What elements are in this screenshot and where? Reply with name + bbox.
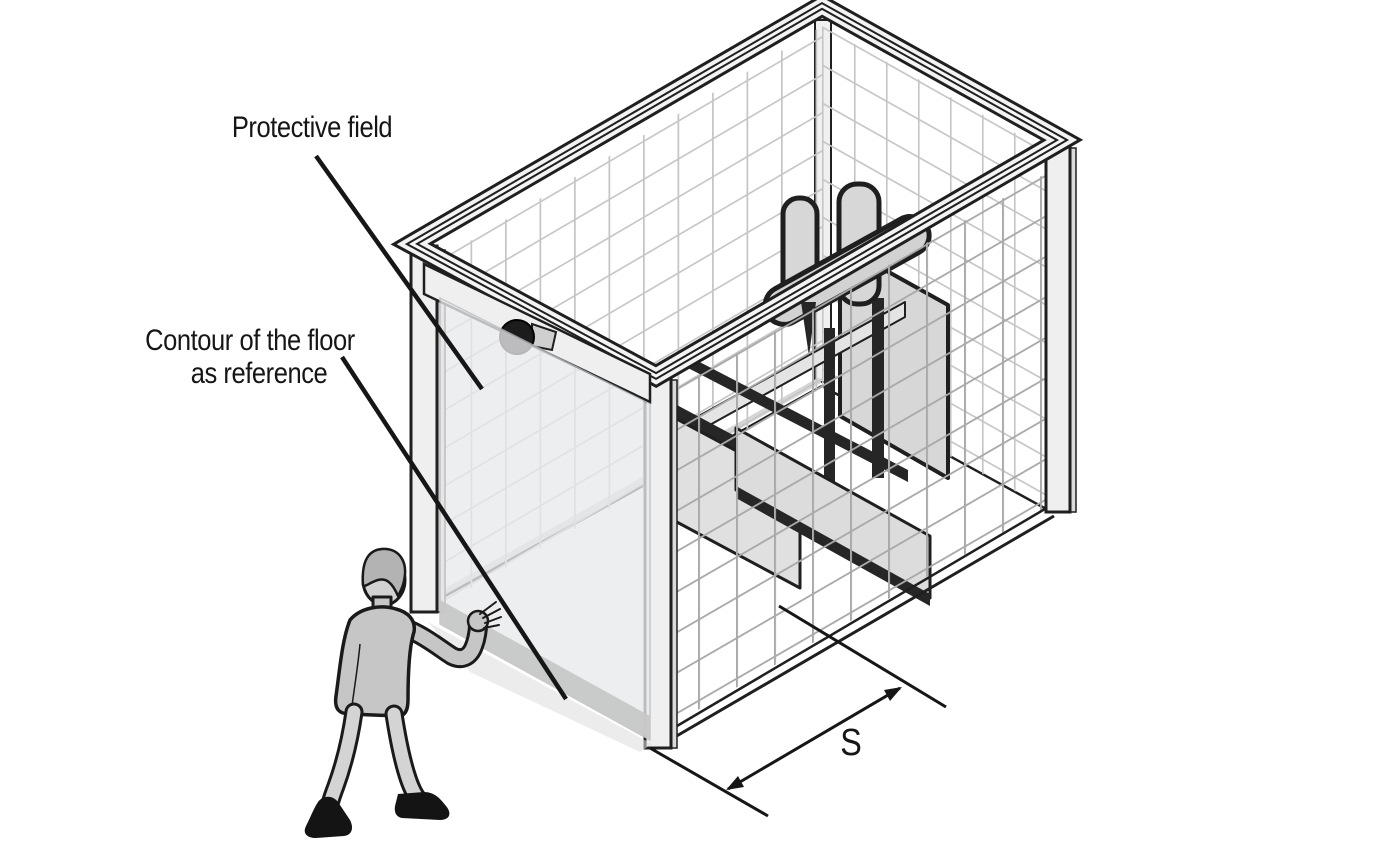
worker-fingers [479,601,502,629]
panel-floor-shadow [428,622,652,752]
worker-shoe-front [394,792,450,820]
floor-edge-front-right [655,514,1055,750]
cage-post-left [409,244,439,614]
worker-jacket [333,605,417,718]
mesh-bottom-rail [659,504,1051,738]
label-floor-contour-line1: Contour of the floor [145,323,355,356]
annotations: Protective field Contour of the floor as… [145,110,568,701]
worker-arm [403,617,485,666]
mesh-wall-front-right [660,172,1048,732]
worker-figure [304,547,502,838]
arrowhead-icon [884,687,902,701]
label-protective-field: Protective field [232,110,392,143]
safety-cage [409,6,1077,752]
label-floor-contour-line2: as reference [191,356,328,389]
cage-post-right [1044,142,1072,514]
label-distance-s: S [840,722,862,764]
worker-leg-front [387,707,427,808]
dimension-s: S [649,604,947,818]
leader-line-protective-field [314,154,484,391]
worker-jacket-seam [351,643,361,707]
worker-shoe-back [304,796,352,838]
extension-line-inner [778,604,947,709]
leader-line-floor-contour [340,355,568,701]
worker-hair [361,547,407,598]
extension-line-outer [649,746,769,818]
arrowhead-icon [726,776,744,790]
dimension-line [727,686,901,791]
